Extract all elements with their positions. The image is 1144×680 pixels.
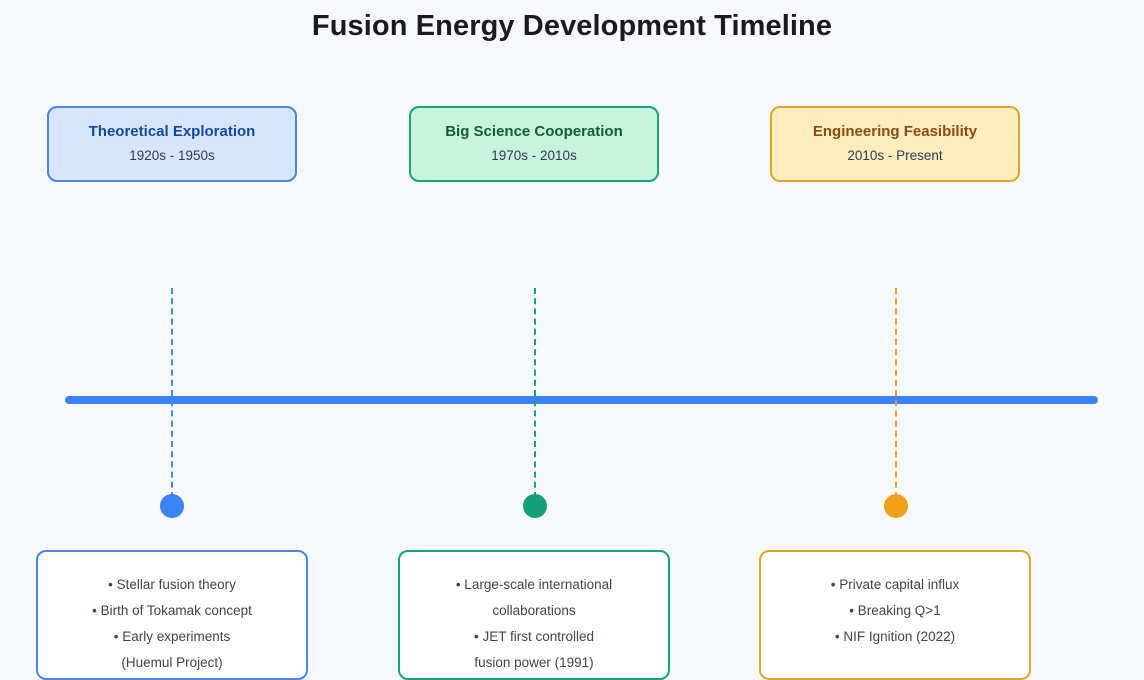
phase-period: 1920s - 1950s — [129, 148, 215, 164]
detail-line: • Stellar fusion theory — [108, 577, 236, 592]
phase-column: Engineering Feasibility 2010s - Present • … — [759, 106, 1031, 680]
phase-detail-box: • Stellar fusion theory• Birth of Tokama… — [36, 550, 308, 680]
timeline-marker-dot[interactable] — [884, 494, 908, 518]
detail-line: • Early experiments — [113, 629, 231, 644]
detail-line: • NIF Ignition (2022) — [834, 629, 956, 644]
phase-period: 1970s - 2010s — [491, 148, 577, 164]
detail-line: • Private capital influx — [830, 577, 960, 592]
phase-name: Engineering Feasibility — [812, 123, 978, 141]
phase-card[interactable]: Big Science Cooperation 1970s - 2010s — [409, 106, 659, 182]
phase-detail-box: • Private capital influx• Breaking Q>1• … — [759, 550, 1031, 680]
phase-column: Theoretical Exploration 1920s - 1950s • St… — [36, 106, 308, 680]
timeline-axis — [65, 396, 1098, 404]
phase-column: Big Science Cooperation 1970s - 2010s • La… — [398, 106, 670, 680]
phase-card[interactable]: Theoretical Exploration 1920s - 1950s — [47, 106, 297, 182]
detail-line: • Large-scale international — [455, 577, 613, 592]
phase-period: 2010s - Present — [847, 148, 943, 164]
connector-line — [895, 288, 897, 498]
phase-name: Theoretical Exploration — [88, 123, 256, 141]
connector-line — [534, 288, 536, 498]
connector-line — [171, 288, 173, 498]
detail-line: • JET first controlled — [473, 629, 595, 644]
timeline-marker-dot[interactable] — [523, 494, 547, 518]
detail-line: fusion power (1991) — [474, 655, 594, 670]
detail-line: (Huemul Project) — [121, 655, 223, 670]
page-title: Fusion Energy Development Timeline — [311, 10, 833, 42]
phase-name: Big Science Cooperation — [445, 123, 623, 141]
timeline-marker-dot[interactable] — [160, 494, 184, 518]
phase-card[interactable]: Engineering Feasibility 2010s - Present — [770, 106, 1020, 182]
